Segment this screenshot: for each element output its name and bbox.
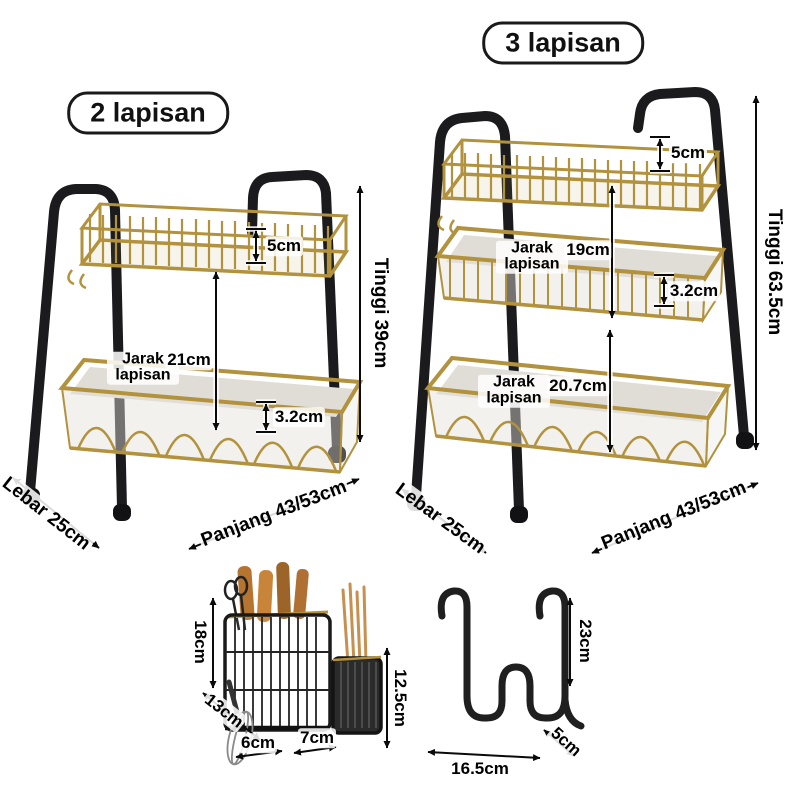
rack3-top-tier [437,138,722,236]
dim-rack2-rail-height: 3.2cm [272,407,326,427]
badge-2-tier: 2 lapisan [67,91,229,135]
dim-utensil-depth: 6cm [238,733,278,753]
dim-rack3-tier-gap1-label: Jarak lapisan [496,240,568,274]
dim-utensil-cup-width: 7cm [297,728,337,748]
dim-rack2-tier-gap-value: 21cm [165,350,213,370]
rack2-top-tier [67,202,350,290]
utensil-holder-illustration [223,561,383,766]
door-hook-illustration [437,587,585,730]
dim-rack3-top-basket-height: 5cm [668,143,708,163]
dim-rack3-tier-gap1-value: 19cm [564,240,612,260]
dim-hook-height: 23cm [575,617,595,665]
rack2-frame [25,169,342,513]
hook-wire [437,587,585,730]
dim-utensil-height: 18cm [190,618,210,666]
dim-hook-width: 16.5cm [449,759,511,779]
chopsticks [341,582,368,666]
rack3-frame [411,86,749,515]
badge-3-tier: 3 lapisan [482,21,644,65]
rack3-bottom-tier [424,355,732,468]
utensil-cup [331,655,383,735]
dim-utensil-cup-height: 12.5cm [390,667,410,729]
dim-rack3-tier-gap2-value: 20.7cm [547,376,609,396]
dim-rack3-tier-gap2-label: Jarak lapisan [478,374,550,408]
dim-rack2-height: Tinggi 39cm [369,255,391,371]
dim-rack3-rail-height: 3.2cm [667,281,721,301]
dim-rack3-height: Tinggi 63.5cm [763,206,785,338]
dim-rack2-top-basket-height: 5cm [264,236,304,256]
